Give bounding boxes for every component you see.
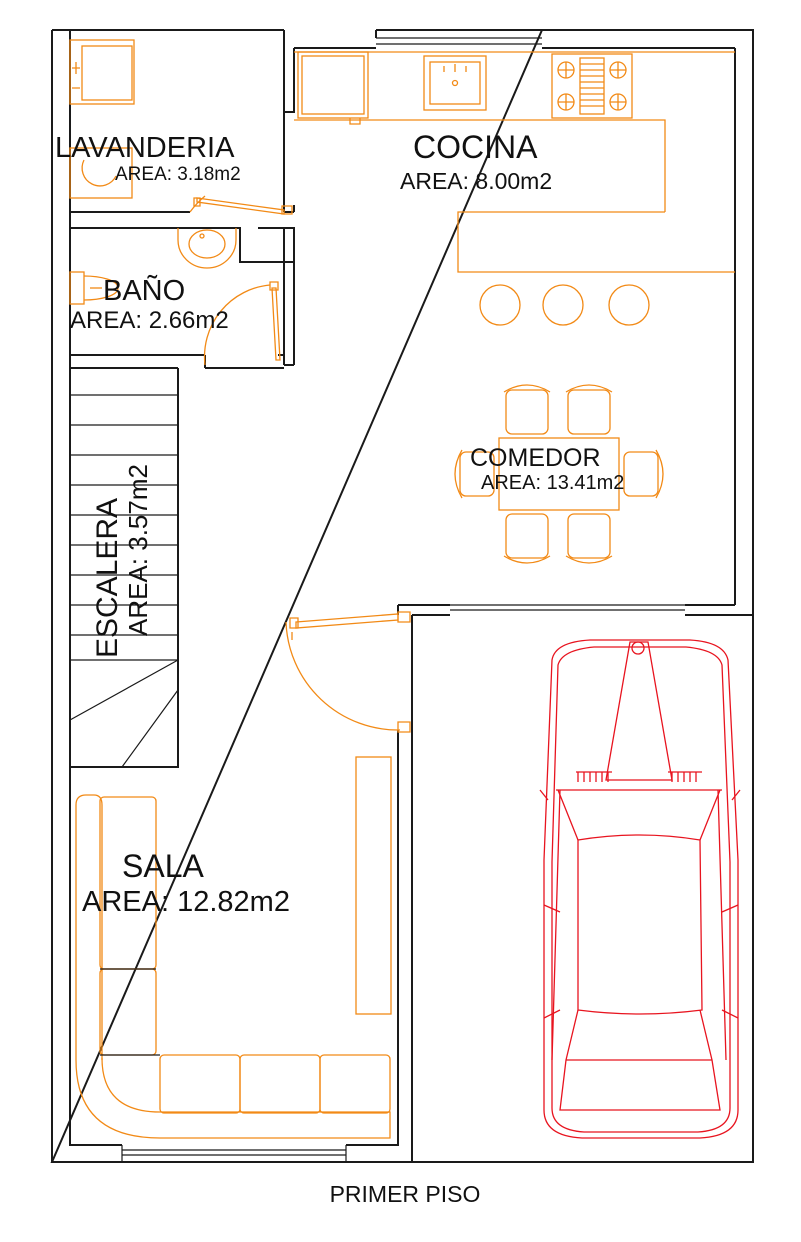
chair-icon bbox=[454, 384, 664, 564]
kitchen-counter bbox=[294, 51, 735, 273]
walls bbox=[50, 29, 754, 1163]
dining-table bbox=[498, 437, 620, 511]
room-labels: LAVANDERIA AREA: 3.18m2 COCINA AREA: 8.0… bbox=[55, 129, 624, 918]
door-icon bbox=[189, 195, 411, 733]
car-icon bbox=[539, 639, 741, 1139]
tv-console bbox=[355, 756, 392, 1015]
bathroom-sink-icon bbox=[177, 228, 237, 269]
room-name-bano: BAÑO bbox=[103, 273, 185, 307]
room-area-bano: AREA: 2.66m2 bbox=[70, 307, 229, 334]
room-name-escalera: ESCALERA bbox=[91, 498, 124, 658]
laundry-sink-icon bbox=[69, 39, 135, 105]
room-area-lavanderia: AREA: 3.18m2 bbox=[115, 164, 241, 185]
toilet-icon bbox=[69, 271, 119, 305]
sofa-icon bbox=[75, 794, 391, 1139]
plan-title: PRIMER PISO bbox=[330, 1181, 481, 1207]
room-name-cocina: COCINA bbox=[413, 129, 538, 165]
room-name-sala: SALA bbox=[122, 848, 204, 884]
stool-icon bbox=[479, 284, 650, 326]
room-area-escalera: AREA: 3.57m2 bbox=[123, 464, 153, 636]
room-name-comedor: COMEDOR bbox=[470, 444, 601, 472]
room-area-sala: AREA: 12.82m2 bbox=[82, 886, 290, 918]
room-area-comedor: AREA: 13.41m2 bbox=[481, 472, 624, 494]
stairs bbox=[69, 394, 179, 768]
sink-icon bbox=[423, 55, 487, 111]
stove-icon bbox=[551, 53, 633, 119]
room-name-lavanderia: LAVANDERIA bbox=[55, 132, 235, 164]
room-area-cocina: AREA: 8.00m2 bbox=[400, 168, 552, 194]
washer-icon bbox=[69, 147, 133, 199]
